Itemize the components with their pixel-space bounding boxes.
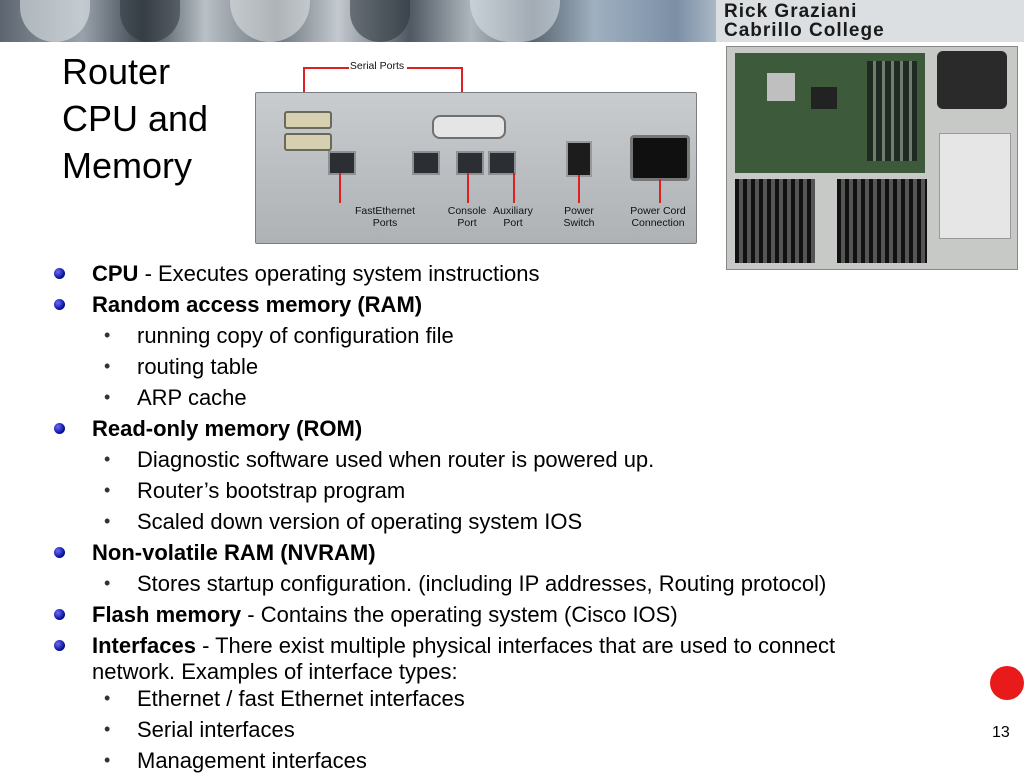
wic-slot-right: [837, 179, 927, 263]
author-name: Rick Graziani: [724, 1, 858, 22]
callout-switch: [578, 175, 580, 203]
callout-aux: [513, 173, 515, 203]
banner-decoration: [20, 0, 90, 42]
list-item: Read-only memory (ROM): [54, 413, 1014, 444]
list-item: Non-volatile RAM (NVRAM): [54, 537, 1014, 568]
sub-list-item: •Stores startup configuration. (includin…: [104, 571, 827, 596]
sub-list-item: •Management interfaces: [104, 748, 367, 773]
red-circle-marker: [990, 666, 1024, 700]
bullet-list: CPU - Executes operating system instruct…: [54, 258, 1014, 776]
sub-list-item: •Diagnostic software used when router is…: [104, 447, 655, 472]
fastethernet-port-1: [328, 151, 356, 175]
router-chassis: [255, 92, 697, 244]
sub-list-item: •routing table: [104, 354, 259, 379]
serial-port-db60: [432, 115, 506, 139]
list-item: Interfaces - There exist multiple physic…: [54, 630, 1014, 683]
wic-slot-left: [735, 179, 815, 263]
power-supply: [939, 133, 1011, 239]
serial-port-2: [284, 133, 332, 151]
router-back-panel-figure: Serial Ports FastEthernet Ports Console …: [255, 55, 697, 244]
page-number: 13: [992, 724, 1010, 741]
cpu-chip: [767, 73, 795, 101]
memory-slots: [867, 61, 917, 161]
callout-serial-left: [303, 67, 349, 109]
label-auxiliary-port: Auxiliary Port: [493, 205, 533, 229]
sub-list-item: •Ethernet / fast Ethernet interfaces: [104, 686, 465, 711]
fan: [937, 51, 1007, 109]
banner-text-area: [716, 0, 1024, 42]
label-power-cord: Power Cord Connection: [630, 205, 686, 229]
router-internals-photo: [726, 46, 1018, 270]
label-serial-ports: Serial Ports: [349, 60, 405, 72]
list-item: CPU - Executes operating system instruct…: [54, 258, 1014, 289]
callout-power: [659, 179, 661, 203]
label-console-port: Console Port: [447, 205, 487, 229]
fastethernet-port-2: [412, 151, 440, 175]
console-port: [456, 151, 484, 175]
slide-title: Router CPU and Memory: [62, 51, 209, 186]
power-cord-connector: [630, 135, 690, 181]
sub-list-item: •Scaled down version of operating system…: [104, 509, 583, 534]
callout-fe: [339, 173, 341, 203]
sub-list-item: •running copy of configuration file: [104, 323, 454, 348]
serial-port-1: [284, 111, 332, 129]
header-banner: Rick Graziani Cabrillo College: [0, 0, 1024, 42]
sub-list-item: •Router’s bootstrap program: [104, 478, 406, 503]
college-name: Cabrillo College: [724, 20, 885, 41]
list-item: Random access memory (RAM): [54, 289, 1014, 320]
banner-decoration: [120, 0, 180, 42]
label-fastethernet-ports: FastEthernet Ports: [354, 205, 416, 229]
banner-decoration: [230, 0, 310, 42]
chip: [811, 87, 837, 109]
list-item: Flash memory - Contains the operating sy…: [54, 599, 1014, 630]
sub-list-item: •Serial interfaces: [104, 717, 295, 742]
callout-console: [467, 173, 469, 203]
auxiliary-port: [488, 151, 516, 175]
banner-decoration: [470, 0, 560, 42]
label-power-switch: Power Switch: [563, 205, 595, 229]
sub-list-item: •ARP cache: [104, 385, 247, 410]
power-switch: [566, 141, 592, 177]
banner-decoration: [350, 0, 410, 42]
